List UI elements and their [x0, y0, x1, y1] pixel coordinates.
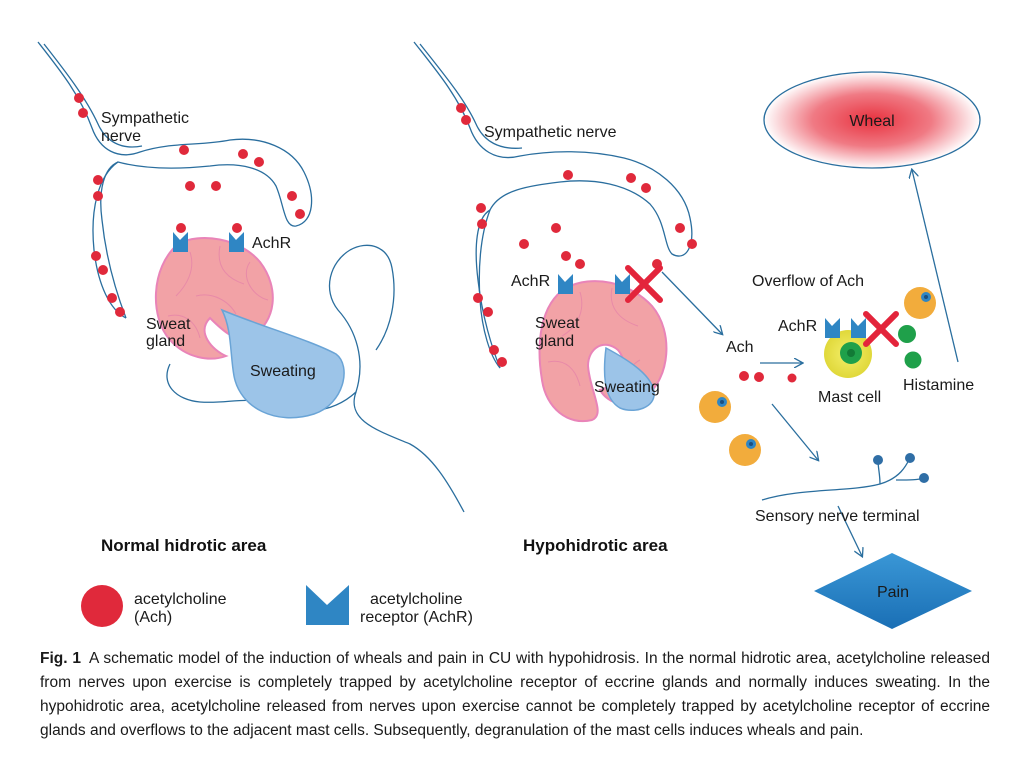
histamine-granules — [898, 325, 922, 369]
legend: acetylcholine (Ach) acetylcholine recept… — [81, 585, 473, 627]
sensory-nerve-terminal — [761, 457, 925, 501]
mast-receptor-icon-2 — [851, 318, 866, 338]
figure-caption-text: A schematic model of the induction of wh… — [40, 650, 990, 739]
ach-label: Ach — [726, 339, 754, 356]
hypohidrotic-panel: Sympathetic nerve AchR Sweat gland Sweat… — [413, 41, 981, 629]
orange-cells — [699, 287, 936, 466]
arrow-ach-to-sensory-nerve — [771, 403, 818, 460]
normal-panel-title: Normal hidrotic area — [101, 536, 267, 555]
figure-caption-label: Fig. 1 — [40, 650, 82, 667]
normal-nerve-label: Sympathetic — [101, 110, 189, 127]
normal-sympathetic-nerve — [37, 41, 465, 513]
hypo-receptor-icon-2 — [615, 274, 630, 294]
normal-nerve-label: nerve — [101, 128, 141, 145]
normal-hidrotic-panel: Sympathetic nerve AchR Sweat gland Sweat… — [37, 41, 465, 555]
overflow-label: Overflow of Ach — [752, 273, 864, 290]
hypo-ach-dots — [456, 103, 697, 367]
normal-receptors — [173, 232, 244, 252]
hypo-panel-title: Hypohidrotic area — [523, 536, 668, 555]
arrow-histamine-to-wheal — [912, 170, 959, 363]
normal-receptor-icon-2 — [229, 232, 244, 252]
schematic-diagram: Sympathetic nerve AchR Sweat gland Sweat… — [37, 41, 981, 629]
normal-receptor-label: AchR — [252, 235, 291, 252]
wheal-ellipse — [763, 71, 981, 169]
blocked-receptor-x-icon — [625, 265, 663, 303]
histamine-label: Histamine — [903, 377, 974, 394]
legend-achr-label: receptor (AchR) — [360, 609, 473, 626]
legend-ach-dot — [81, 585, 123, 627]
arrow-sensory-to-pain — [837, 505, 862, 556]
hypo-gland-label: Sweat — [535, 315, 580, 332]
hypo-sweat-drop — [603, 346, 655, 412]
normal-ach-dots — [74, 93, 305, 317]
hypo-nerve-label: Sympathetic nerve — [484, 124, 617, 141]
hypo-receptor-icon-1 — [558, 274, 573, 294]
normal-sweat-label: Sweating — [250, 363, 316, 380]
legend-ach-label: (Ach) — [134, 609, 172, 626]
mast-blocked-x-icon — [863, 311, 899, 347]
wheal-label: Wheal — [849, 113, 894, 130]
mast-receptors — [825, 318, 866, 338]
overflow-ach-dots — [739, 371, 797, 383]
sensory-nerve-endings — [873, 453, 929, 483]
overflow-arrows — [661, 170, 959, 556]
hypo-receptor-label: AchR — [511, 273, 550, 290]
normal-receptor-icon-1 — [173, 232, 188, 252]
normal-sweat-drop — [220, 308, 345, 419]
orange-cell — [699, 391, 731, 423]
legend-receptor-icon — [306, 585, 349, 625]
mast-cell — [824, 330, 872, 378]
arrow-gland-to-ach — [661, 271, 722, 334]
legend-ach-label: acetylcholine — [134, 591, 227, 608]
mast-receptor-icon-1 — [825, 318, 840, 338]
hypo-sweat-label: Sweating — [594, 379, 660, 396]
orange-cell — [904, 287, 936, 319]
mast-cell-label: Mast cell — [818, 389, 881, 406]
pain-diamond — [814, 553, 972, 629]
orange-cell — [729, 434, 761, 466]
pain-label: Pain — [877, 584, 909, 601]
hypo-gland-label: gland — [535, 333, 574, 350]
sensory-nerve-label: Sensory nerve terminal — [755, 508, 920, 525]
legend-achr-label: acetylcholine — [370, 591, 463, 608]
mast-receptor-label: AchR — [778, 318, 817, 335]
normal-gland-label: gland — [146, 333, 185, 350]
normal-gland-label: Sweat — [146, 316, 191, 333]
hypo-receptors — [558, 274, 630, 294]
